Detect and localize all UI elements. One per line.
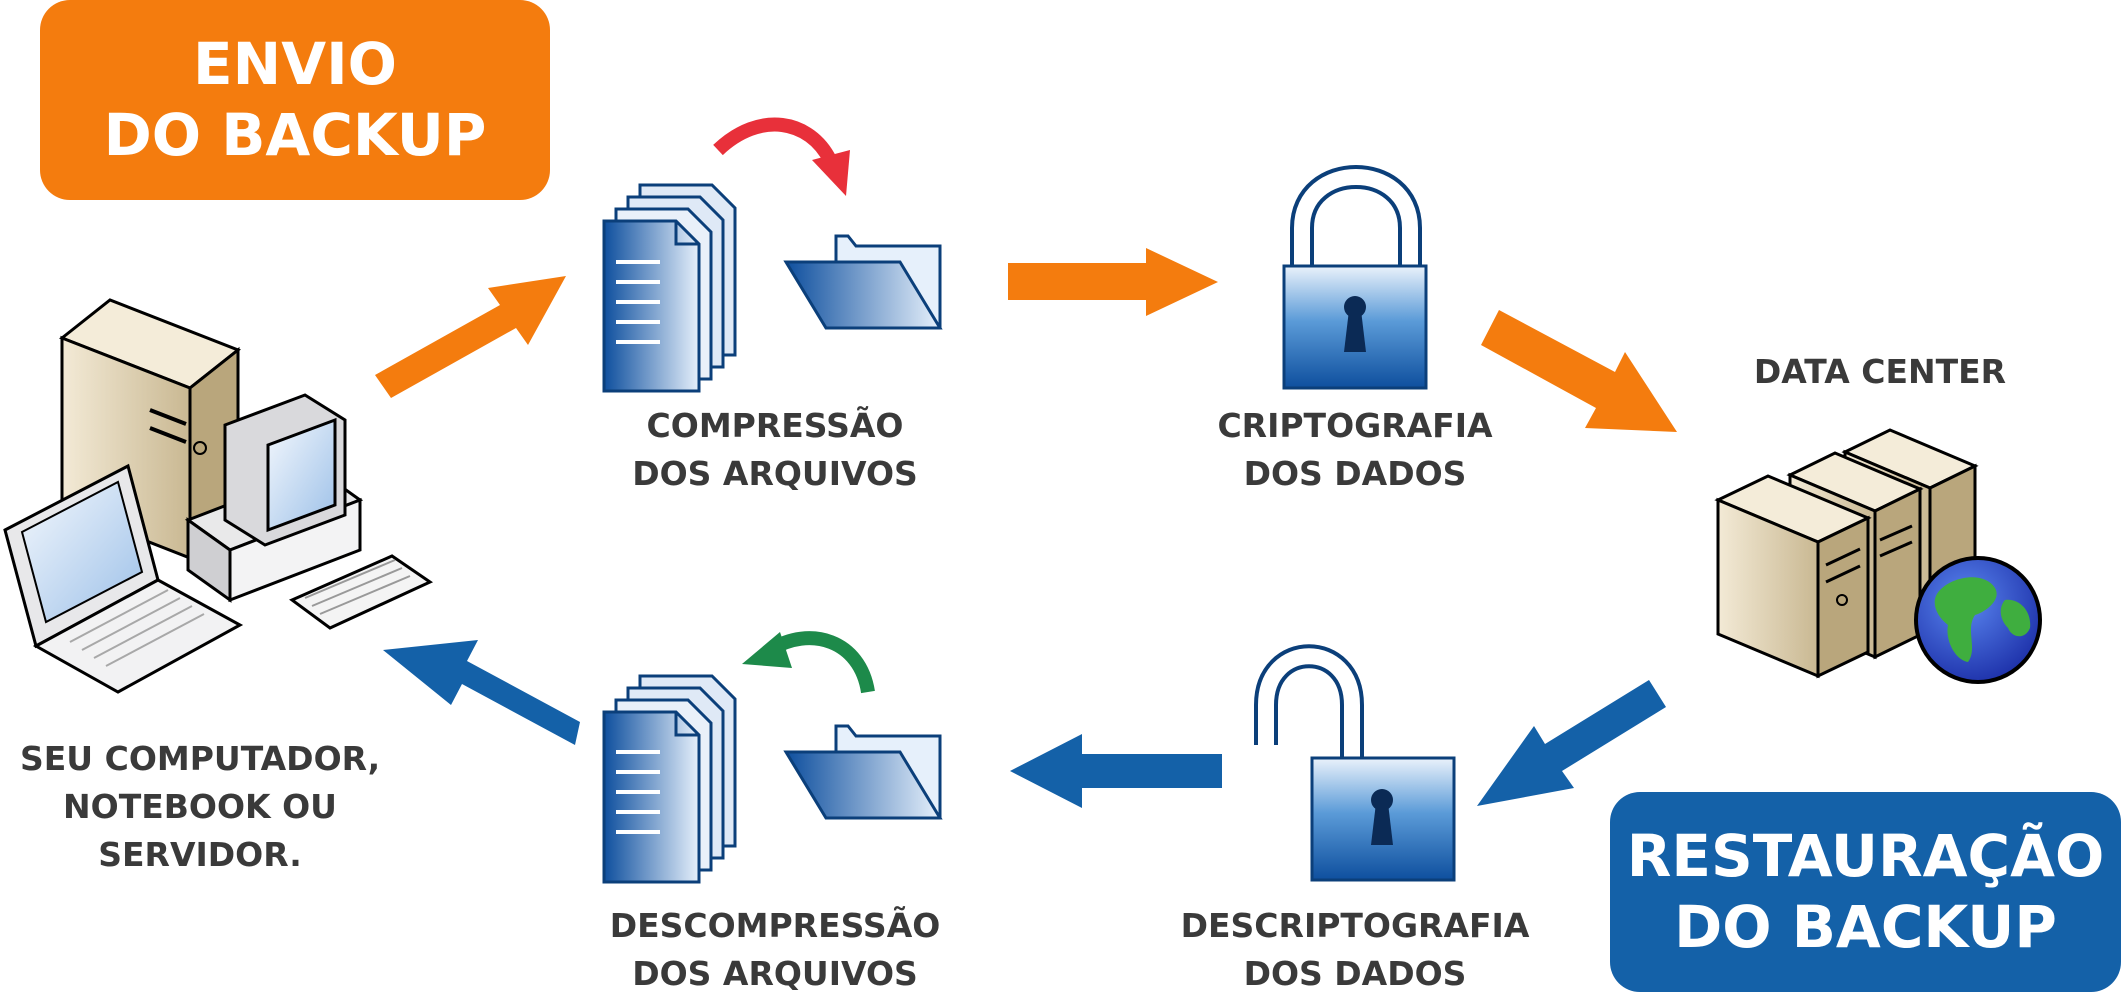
restore-backup-badge: RESTAURAÇÃO DO BACKUP [1610,792,2121,992]
decrypt-label-line1: DESCRIPTOGRAFIA [1180,906,1530,945]
arrow-decompress-to-computer [383,640,580,745]
send-badge-line1: ENVIO [193,30,397,99]
compress-label-line1: COMPRESSÃO [646,406,904,445]
open-padlock-icon [1254,644,1456,882]
encrypt-label-line2: DOS DADOS [1243,454,1467,493]
send-badge-line2: DO BACKUP [103,101,487,169]
restore-badge-line2: DO BACKUP [1674,893,2057,961]
computer-label-line3: SERVIDOR. [98,835,302,874]
computer-label-line2: NOTEBOOK OU [63,787,337,826]
arrow-encrypt-to-datacenter [1481,310,1677,432]
arrow-computer-to-compress [375,276,566,398]
decrypt-label: DESCRIPTOGRAFIA DOS DADOS [1175,902,1535,998]
encrypt-label: CRIPTOGRAFIA DOS DADOS [1185,402,1525,498]
server-globe-icon [1714,428,2042,684]
decompress-label-line1: DESCOMPRESSÃO [609,906,941,945]
datacenter-label: DATA CENTER [1720,348,2040,396]
computer-label: SEU COMPUTADOR, NOTEBOOK OU SERVIDOR. [20,735,380,879]
datacenter-label-line1: DATA CENTER [1753,352,2007,391]
send-backup-badge: ENVIO DO BACKUP [40,0,550,200]
computers-icon [3,298,434,694]
arrow-datacenter-to-decrypt [1477,680,1666,806]
compress-label-line2: DOS ARQUIVOS [632,454,918,493]
decompress-label: DESCOMPRESSÃO DOS ARQUIVOS [590,902,960,998]
decrypt-label-line2: DOS DADOS [1243,954,1467,993]
closed-padlock-icon [1282,165,1428,390]
arrow-decrypt-to-decompress [1010,734,1222,808]
arrow-compress-to-encrypt [1008,248,1218,316]
documents-to-folder-icon [602,117,943,393]
decompress-label-line2: DOS ARQUIVOS [632,954,918,993]
restore-badge-line1: RESTAURAÇÃO [1626,822,2105,891]
encrypt-label-line1: CRIPTOGRAFIA [1217,406,1493,445]
computer-label-line1: SEU COMPUTADOR, [20,739,381,778]
compress-label: COMPRESSÃO DOS ARQUIVOS [600,402,950,498]
folder-to-documents-icon [602,631,943,884]
